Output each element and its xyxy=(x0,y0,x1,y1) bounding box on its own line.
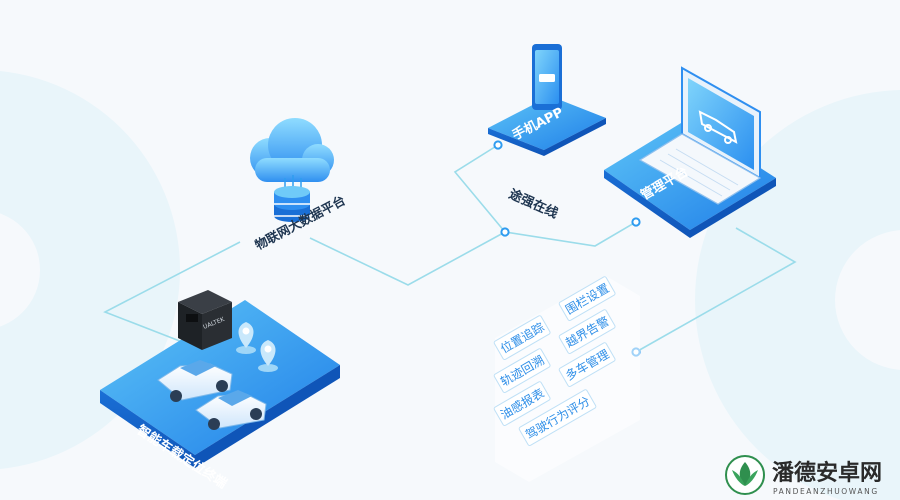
cloud-platform-node: 物联网大数据平台 xyxy=(250,118,348,253)
cloud-icon xyxy=(250,118,334,182)
feature-tag-box xyxy=(518,389,597,446)
line-hub-to-app xyxy=(453,144,506,233)
feature-tag-box xyxy=(493,315,551,360)
watermark-title: 潘德安卓网 xyxy=(772,460,882,486)
car-icon xyxy=(157,360,233,402)
phone-icon xyxy=(532,44,562,110)
line-cloud-to-hub xyxy=(309,231,506,286)
car-icon-2 xyxy=(195,390,267,430)
feature-tag-box xyxy=(493,348,551,393)
lotus-logo-icon xyxy=(725,455,765,495)
laptop-icon xyxy=(638,66,762,205)
mobile-app-node: 手机APP xyxy=(488,44,606,156)
watermark-subtitle: PANDEANZHUOWANG xyxy=(773,487,879,496)
location-pin-icon xyxy=(236,322,278,372)
obd-device-icon: UALTEK xyxy=(178,290,232,350)
site-watermark: 潘德安卓网 PANDEANZHUOWANG xyxy=(725,455,882,496)
line-terminal-to-cloud xyxy=(103,241,241,346)
line-manager-to-features xyxy=(635,227,797,353)
line-hub-to-manager xyxy=(504,221,637,247)
feature-tag-box xyxy=(558,309,616,354)
connector-lines xyxy=(103,144,797,353)
connection-label: 途强在线 xyxy=(506,186,560,222)
feature-tag-box xyxy=(558,276,616,321)
database-icon xyxy=(274,186,310,222)
feature-tag-box xyxy=(558,342,616,387)
feature-tag-box xyxy=(493,381,551,426)
manager-platform-node: 管理平台 xyxy=(604,66,776,238)
car-logo-icon xyxy=(698,110,738,144)
